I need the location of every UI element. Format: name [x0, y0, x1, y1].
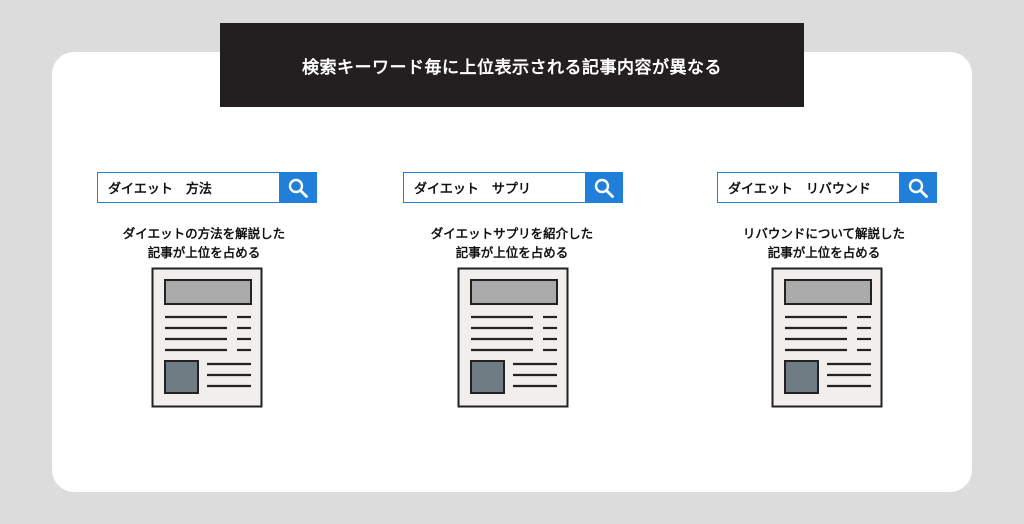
caption-line-2: 記事が上位を占める — [455, 245, 569, 260]
search-bar[interactable]: ダイエット リバウンド — [717, 172, 937, 203]
search-icon — [594, 178, 614, 198]
search-bar[interactable]: ダイエット 方法 — [97, 172, 317, 203]
search-button[interactable] — [585, 172, 623, 203]
article-document-icon — [771, 267, 883, 408]
article-document-icon — [457, 267, 569, 408]
search-bar[interactable]: ダイエット サプリ — [403, 172, 623, 203]
example-column-3: ダイエット リバウンド リバウンドについて解説した 記事が上位を占める — [717, 172, 977, 412]
example-column-2: ダイエット サプリ ダイエットサプリを紹介した 記事が上位を占める — [403, 172, 663, 412]
result-caption: ダイエットの方法を解説した 記事が上位を占める — [74, 224, 334, 262]
caption-line-1: リバウンドについて解説した — [742, 226, 906, 241]
caption-line-1: ダイエットの方法を解説した — [122, 226, 286, 241]
result-caption: リバウンドについて解説した 記事が上位を占める — [694, 224, 954, 262]
caption-line-1: ダイエットサプリを紹介した — [430, 226, 594, 241]
search-input[interactable]: ダイエット サプリ — [403, 172, 585, 203]
headline-banner: 検索キーワード毎に上位表示される記事内容が異なる — [220, 23, 804, 107]
article-document-icon — [151, 267, 263, 408]
search-button[interactable] — [279, 172, 317, 203]
search-button[interactable] — [899, 172, 937, 203]
example-column-1: ダイエット 方法 ダイエットの方法を解説した 記事が上位を占める — [97, 172, 357, 412]
search-input[interactable]: ダイエット リバウンド — [717, 172, 899, 203]
search-icon — [288, 178, 308, 198]
caption-line-2: 記事が上位を占める — [147, 245, 261, 260]
search-input[interactable]: ダイエット 方法 — [97, 172, 279, 203]
search-icon — [908, 178, 928, 198]
headline-text: 検索キーワード毎に上位表示される記事内容が異なる — [302, 57, 722, 78]
result-caption: ダイエットサプリを紹介した 記事が上位を占める — [382, 224, 642, 262]
caption-line-2: 記事が上位を占める — [767, 245, 881, 260]
